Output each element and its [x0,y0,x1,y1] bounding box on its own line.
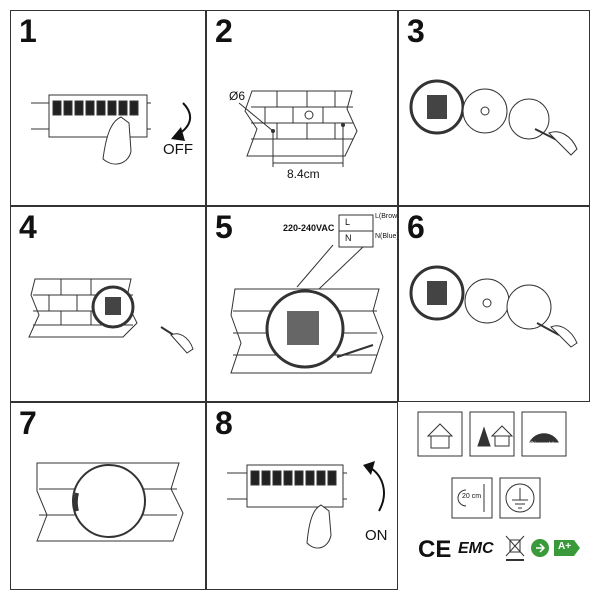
step-number: 6 [407,209,425,245]
fixture-cover [506,284,552,330]
hand-icon [306,504,332,549]
fixture-cover [508,98,550,140]
installation-diagram: 1 OFF 2 [10,10,590,590]
voltage-label: 220-240VAC [283,223,335,233]
brick-wall [244,90,358,157]
energy-class-badge [554,540,580,556]
step-number: 4 [19,209,37,245]
hole-spacing-label: 8.4cm [287,167,320,181]
step-4-panel: 4 [10,206,206,402]
wiring-illustration [230,214,384,374]
screwdriver-icon [336,344,374,358]
step-number: 7 [19,405,37,441]
wire-n-color-label: N(Blue) [375,233,398,240]
certification-icons [417,411,580,561]
step-number: 8 [215,405,233,441]
certifications-panel: Dimmable 20 cm CE EMC A+ [398,402,590,590]
wire-l-color-label: L(Brown) [375,213,398,220]
screwdriver-icon [536,322,560,336]
light-fixture [72,464,146,538]
wire-n-label: N [345,233,352,243]
hand-icon [102,116,132,165]
off-label: OFF [163,141,193,158]
open-fixture-illustration [409,79,578,156]
distance-label: 20 cm [462,493,482,500]
breaker-panel [48,94,148,138]
finished-light-illustration [36,462,184,542]
energy-class-label: A+ [558,541,572,552]
mount-base-illustration [28,278,194,354]
breaker-on-illustration [227,461,385,549]
wall-distance-icon [451,477,493,519]
step-7-panel: 7 [10,402,206,590]
breaker-off-illustration [31,94,192,165]
dimmable-icon [521,411,567,457]
hole-diameter-label: Ø6 [229,89,246,103]
step-2-panel: 2 Ø6 8.4cm [206,10,398,206]
weee-bin-icon [505,535,525,561]
emc-mark: EMC [458,540,494,557]
on-label: ON [365,527,388,544]
step-5-panel: 5 220-240VAC L N L(Brown) N(Blue) [206,206,398,402]
dimmable-label: Dimmable [530,442,558,448]
step-number: 1 [19,13,37,49]
step-number: 2 [215,13,233,49]
step-number: 3 [407,13,425,49]
ce-mark: CE [418,536,452,563]
drill-holes-illustration [238,90,358,167]
step-6-panel: 6 [398,206,590,402]
attach-plate-illustration [409,265,578,348]
outdoor-icon [469,411,515,457]
indoor-icon [417,411,463,457]
breaker-panel [246,464,344,508]
step-3-panel: 3 [398,10,590,206]
wire-l-label: L [345,217,351,227]
step-number: 5 [215,209,233,245]
earth-ground-icon [499,477,541,519]
step-1-panel: 1 OFF [10,10,206,206]
step-8-panel: 8 ON [206,402,398,590]
